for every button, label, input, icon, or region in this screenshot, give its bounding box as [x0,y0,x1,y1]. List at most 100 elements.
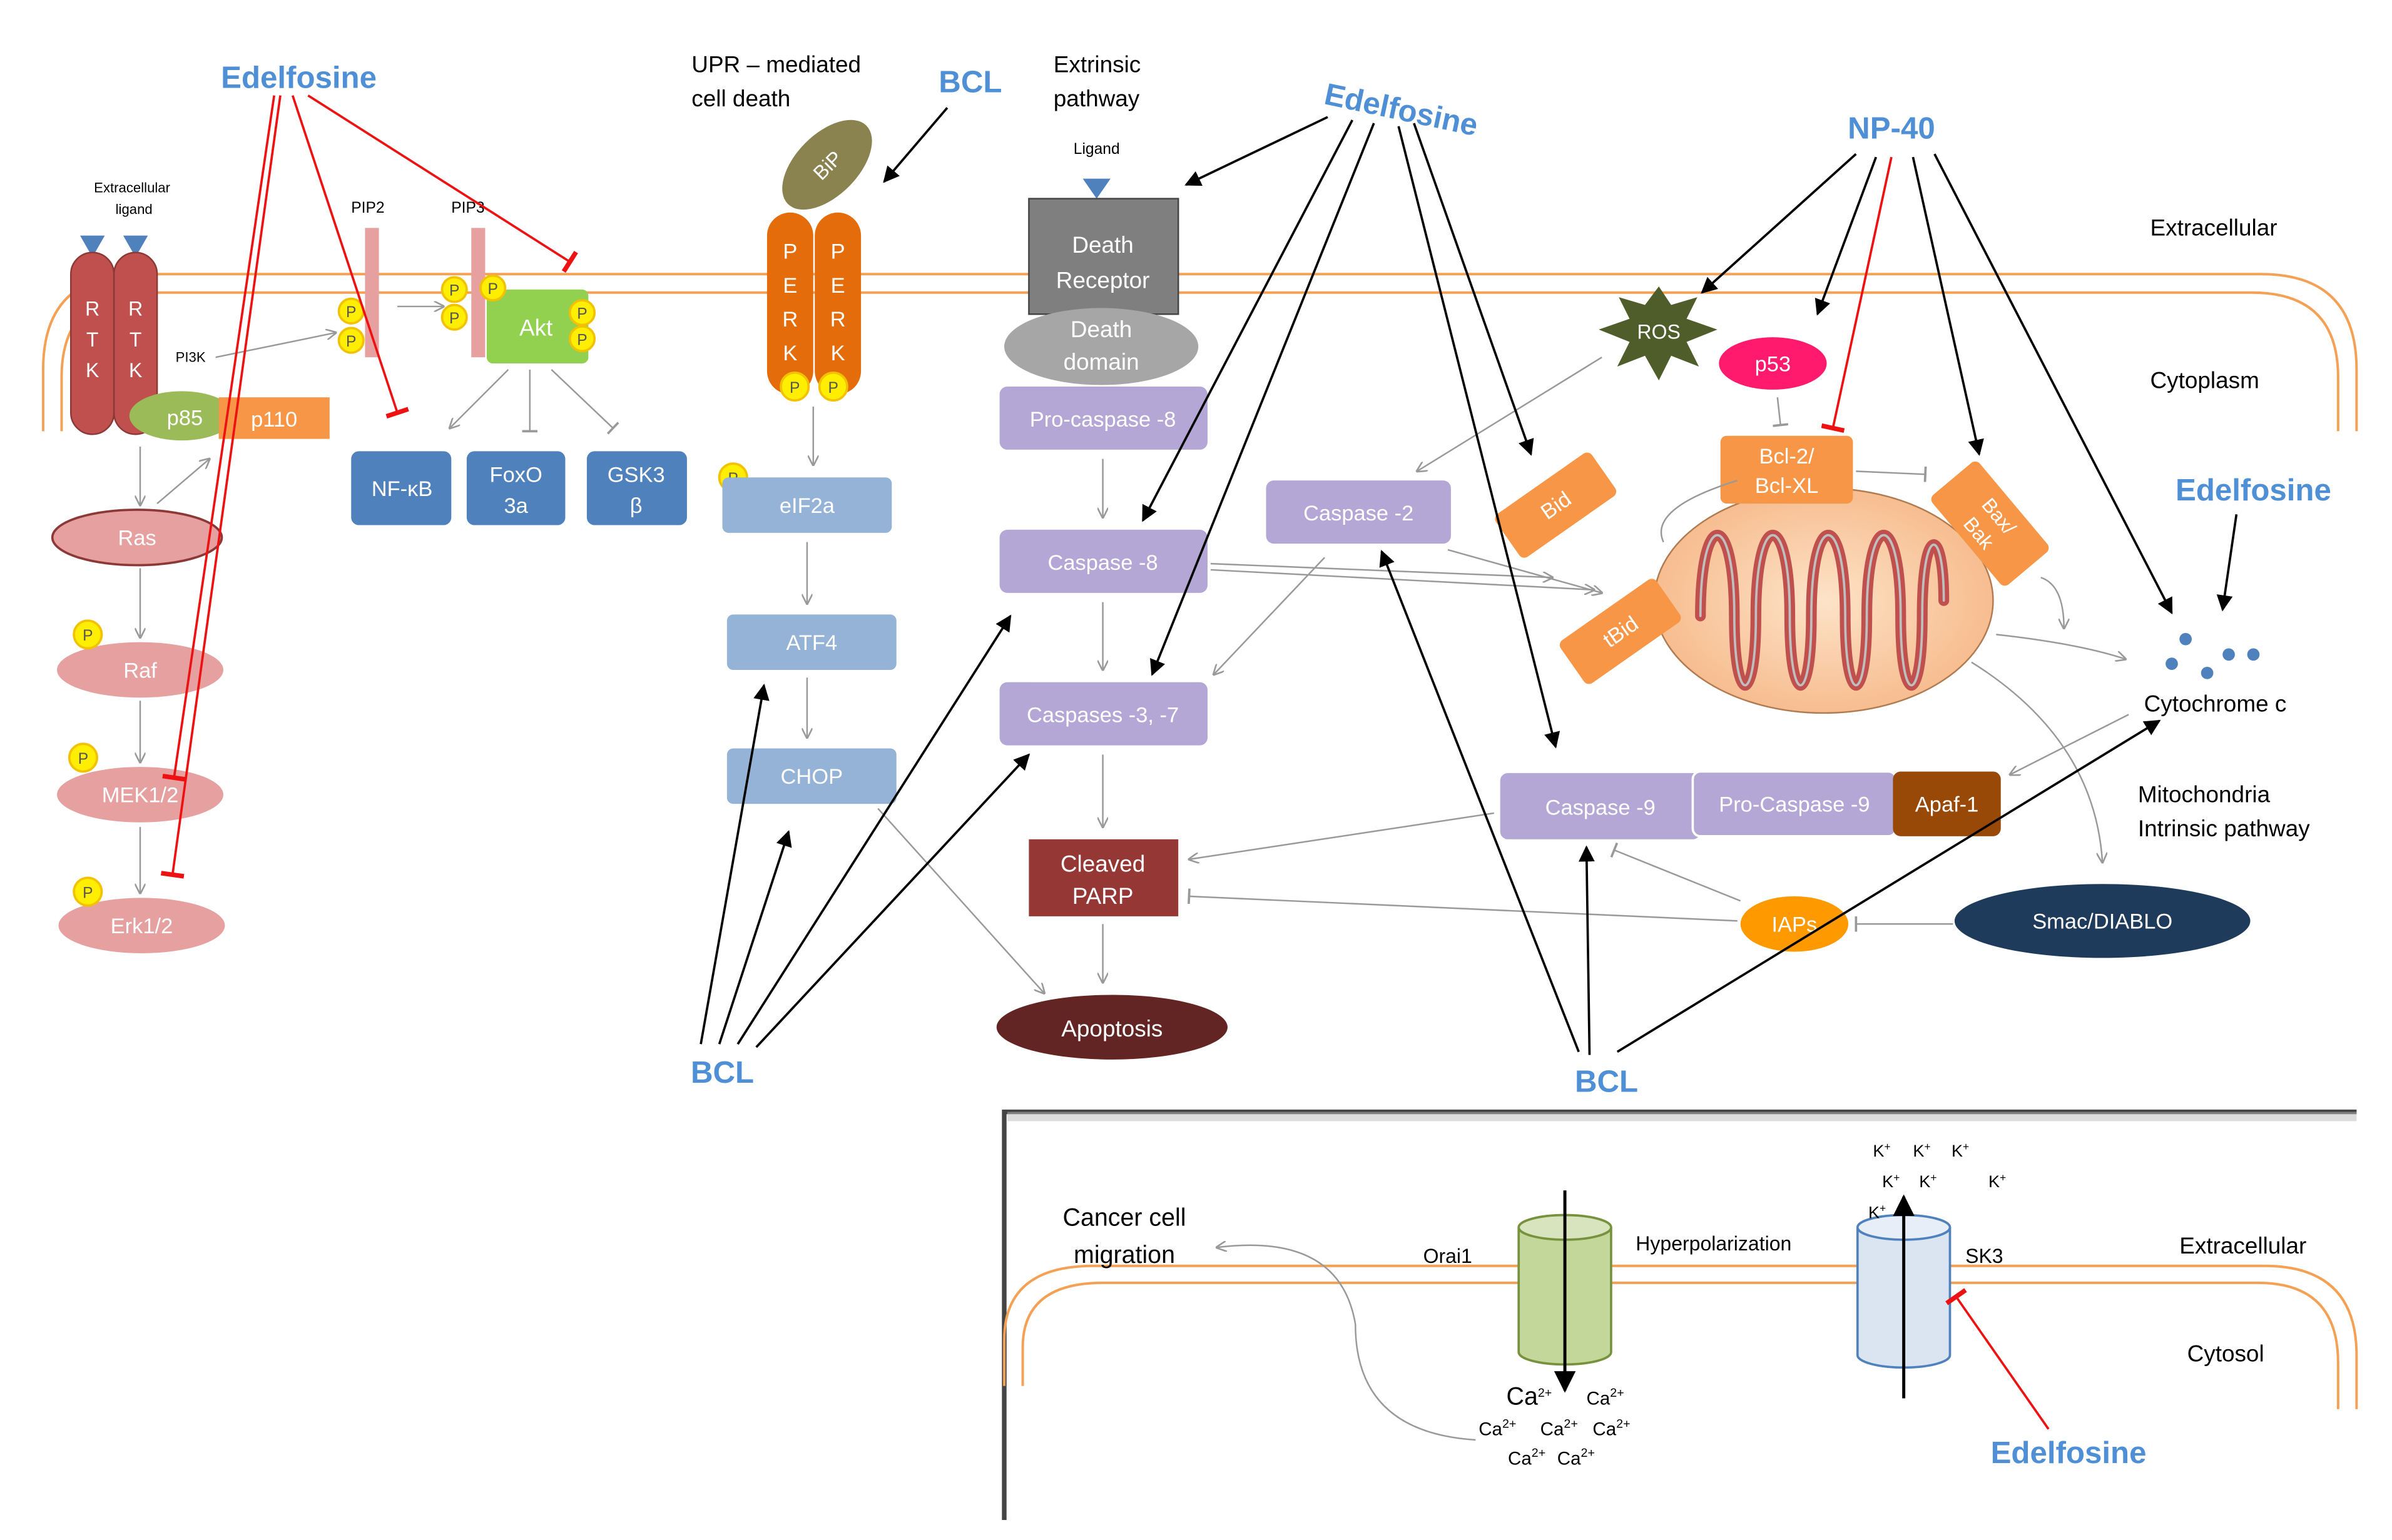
ligand-triangle [1082,178,1111,199]
iaps-label: IAPs [1771,913,1817,937]
svg-text:R: R [85,298,99,320]
perk-receptor: P E R K P E R K [766,212,862,395]
caspases-3-7-label: Caspases -3, -7 [1027,704,1179,727]
svg-text:K+: K+ [1919,1171,1937,1191]
svg-text:T: T [130,328,142,351]
p53-label: p53 [1755,352,1791,376]
phospho-markers-pip [337,274,596,354]
caspase-9-label: Caspase -9 [1545,796,1656,819]
svg-text:P: P [449,283,459,300]
smac-diablo-label: Smac/DIABLO [2032,910,2172,934]
grey-arrows-upr [807,406,1044,993]
death-domain-node [1004,308,1199,385]
bcl-arrows-bottom-left [700,614,1031,1048]
svg-text:K+: K+ [1868,1202,1886,1222]
svg-text:K+: K+ [1952,1140,1969,1160]
foxo-node [466,451,566,525]
apoptosis-label: Apoptosis [1061,1016,1163,1041]
svg-text:P: P [783,240,797,264]
tbid-node: tBid [1559,579,1681,684]
lower-cell-membrane [1003,1264,2358,1409]
phospho-markers-mapk [68,619,103,907]
ros-label: ROS [1637,321,1681,343]
svg-text:Ca2+: Ca2+ [1507,1382,1552,1410]
chop-label: CHOP [781,765,843,789]
apaf-1-label: Apaf-1 [1915,793,1979,816]
raf-node [57,642,223,698]
svg-text:P: P [83,627,93,644]
svg-text:P: P [488,281,498,298]
svg-text:R: R [782,308,798,332]
svg-text:E: E [831,274,845,298]
bcl2-node: Bcl-2/Bcl-XL [1720,435,1853,504]
svg-text:P: P [449,310,459,327]
k-ions: K+ K+ K+ K+ K+ K+ K+ [1868,1140,2006,1222]
pro-caspase-8-node [999,386,1208,450]
atf4-label: ATF4 [786,631,837,655]
svg-text:P: P [577,332,587,348]
svg-text:K: K [86,359,99,382]
grey-arrows-extrinsic [1103,458,1594,983]
inset-panel [1002,1109,2358,1520]
svg-text:Ca2+: Ca2+ [1592,1417,1630,1439]
akt-label: Akt [519,315,552,341]
bid-node: Bid [1495,452,1617,558]
edelfosine-label-right: Edelfosine [2176,473,2331,507]
svg-text:P: P [828,380,838,397]
pro-caspase-9-label: Pro-Caspase -9 [1719,793,1870,816]
pip2-label: PIP2 [351,200,384,216]
akt-node [486,289,589,364]
extracellular-label-inset: Extracellular [2179,1233,2306,1259]
svg-text:K+: K+ [1913,1140,1930,1160]
cytoplasm-label: Cytoplasm [2150,367,2259,393]
smac-diablo-node [1954,884,2251,958]
svg-text:T: T [86,328,99,351]
sk3-label: SK3 [1965,1245,2003,1267]
bcl-arrows-bottom-right [1379,549,2161,1055]
svg-text:K+: K+ [1988,1171,2006,1191]
edelfosine-label-inset: Edelfosine [1991,1436,2147,1470]
extracellular-ligand-label: Extracellular ligand [94,180,174,217]
upper-cell-membrane [41,273,2358,432]
apoptosis-node [996,995,1228,1060]
edelfosine-arrow-right [2216,514,2238,612]
erk-node [58,898,225,953]
phospho-letters-mapk: P P P [78,627,93,901]
np40-label: NP-40 [1848,111,1935,146]
hyperpolarization-label: Hyperpolarization [1636,1232,1791,1255]
svg-text:Ca2+: Ca2+ [1587,1386,1624,1409]
pip3-bar [471,228,486,358]
ras-node [51,509,223,567]
svg-text:P: P [83,884,93,901]
caspase-8-label: Caspase -8 [1047,551,1158,575]
pip3-label: PIP3 [451,200,484,216]
apaf-1-node [1893,771,2001,836]
mek-label: MEK1/2 [102,784,179,808]
np40-inhibition-bcl2 [1821,156,1893,433]
eif2a-label: eIF2a [780,494,835,518]
svg-text:R: R [830,308,846,332]
svg-text:P: P [78,751,88,767]
edelfosine-arrows-center [1141,116,1560,749]
svg-text:P: P [346,304,356,321]
svg-text:E: E [783,274,797,298]
bcl-top-arrow [883,107,949,183]
ras-label: Ras [118,527,156,550]
erk-label: Erk1/2 [111,914,173,938]
svg-text:K+: K+ [1873,1140,1890,1160]
bip-node: BiP [782,119,872,210]
caspase-2-label: Caspase -2 [1303,502,1413,525]
migration-arrow [1217,1245,1476,1441]
raf-label: Raf [123,659,157,682]
svg-text:P: P [577,306,587,323]
orai1-label: Orai1 [1423,1245,1472,1267]
p110-label: p110 [251,408,297,432]
pro-caspase-8-label: Pro-caspase -8 [1030,408,1176,432]
